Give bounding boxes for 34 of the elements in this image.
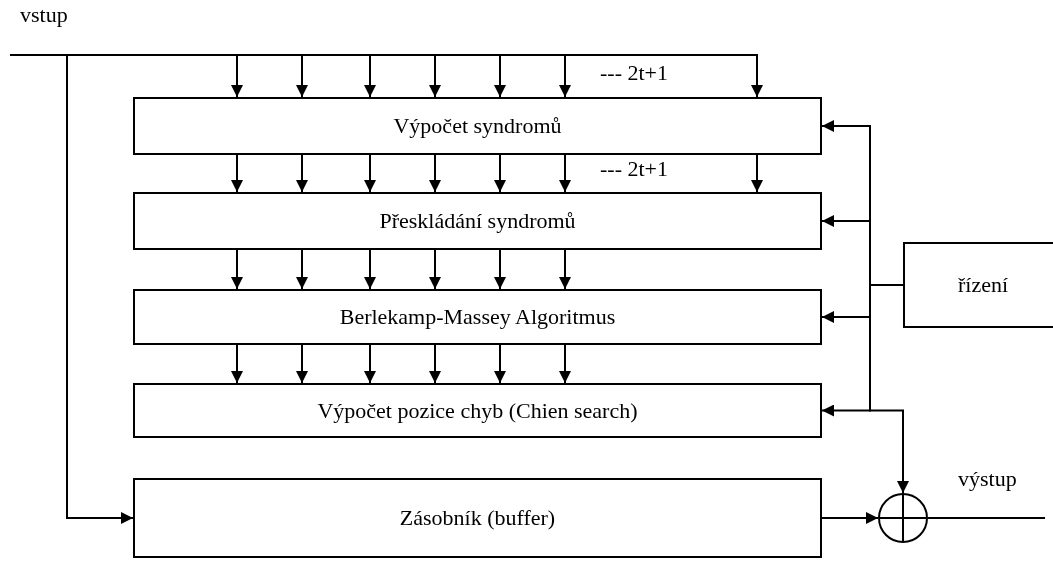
arrow — [231, 344, 243, 384]
process-box: řízení — [903, 242, 1053, 328]
arrow — [429, 154, 441, 193]
arrow — [231, 154, 243, 193]
arrow — [364, 249, 376, 290]
arrow — [364, 344, 376, 384]
arrow — [559, 249, 571, 290]
signal-label: výstup — [958, 466, 1017, 492]
arrow — [364, 154, 376, 193]
process-box: Výpočet pozice chyb (Chien search) — [133, 383, 822, 438]
arrow — [559, 344, 571, 384]
arrow — [296, 344, 308, 384]
arrow — [494, 154, 506, 193]
arrow — [296, 154, 308, 193]
arrow — [869, 284, 909, 494]
process-box: Berlekamp-Massey Algoritmus — [133, 289, 822, 345]
signal-label: --- 2t+1 — [600, 156, 668, 182]
arrow — [9, 54, 134, 524]
xor-symbol — [878, 493, 928, 543]
process-box: Zásobník (buffer) — [133, 478, 822, 558]
arrow — [231, 249, 243, 290]
process-box: Přeskládání syndromů — [133, 192, 822, 250]
arrow — [296, 249, 308, 290]
arrow — [429, 344, 441, 384]
arrow — [494, 344, 506, 384]
process-box: Výpočet syndromů — [133, 97, 822, 155]
arrow — [821, 512, 879, 524]
arrow — [494, 249, 506, 290]
arrow — [429, 249, 441, 290]
arrow — [751, 154, 763, 193]
signal-label: --- 2t+1 — [600, 60, 668, 86]
signal-line — [927, 517, 1046, 519]
arrow — [559, 154, 571, 193]
signal-label: vstup — [20, 2, 68, 28]
